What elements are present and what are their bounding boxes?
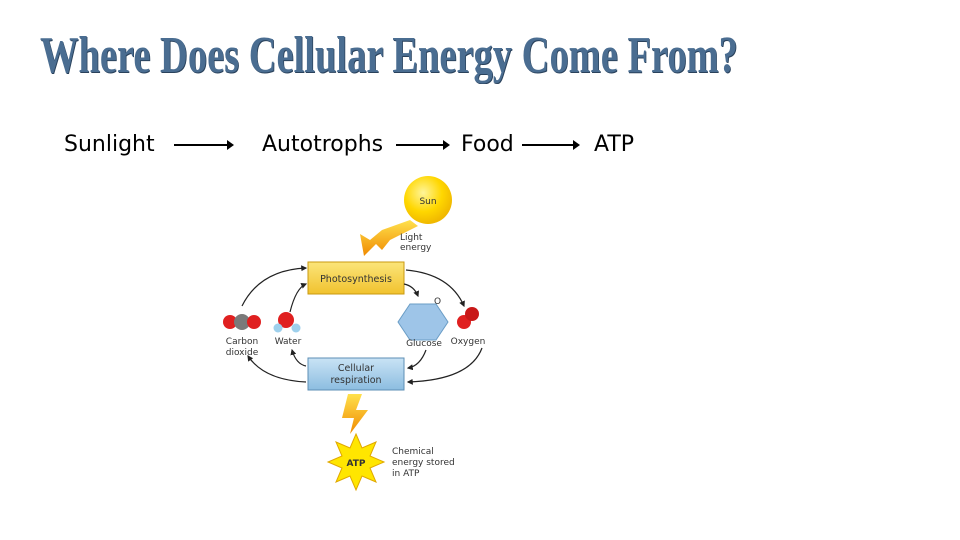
flow-atp: ATP: [594, 132, 635, 157]
arrow-water-to-photosynthesis: [289, 283, 308, 313]
water-molecule-icon: [273, 312, 301, 333]
cellular-respiration-label-2: respiration: [330, 375, 381, 386]
oxygen-molecule-icon: [457, 307, 479, 329]
flow-food: Food: [461, 132, 514, 157]
atp-label: ATP: [346, 459, 365, 469]
cellular-respiration-box: [307, 357, 405, 391]
flow-arrow-2: [396, 140, 450, 150]
arrow-glucose-to-respiration: [406, 349, 427, 371]
arrow-oxygen-to-respiration: [406, 347, 483, 385]
chemical-energy-label-3: in ATP: [392, 469, 420, 479]
arrow-respiration-to-water: [290, 348, 307, 367]
light-energy-label-1: Light: [400, 233, 423, 243]
energy-bolt-icon: [342, 394, 368, 434]
energy-cycle-diagram: Sun Light energy Photosynthesis Cellular…: [223, 176, 486, 492]
oxygen-label: Oxygen: [451, 337, 486, 347]
atp-starburst-icon: [326, 432, 386, 492]
photosynthesis-label: Photosynthesis: [320, 274, 392, 285]
arrow-photosynthesis-to-glucose: [403, 283, 420, 298]
glucose-molecule-icon: [397, 303, 449, 341]
chemical-energy-label-2: energy stored: [392, 458, 455, 468]
carbon-dioxide-molecule-icon: [223, 314, 261, 330]
flow-arrow-1: [174, 140, 234, 150]
chemical-energy-label-1: Chemical: [392, 447, 434, 457]
carbon-dioxide-label-2: dioxide: [226, 348, 259, 358]
carbon-dioxide-label-1: Carbon: [226, 337, 258, 347]
flow-sunlight: Sunlight: [64, 132, 155, 157]
glucose-label: Glucose: [406, 339, 442, 349]
water-label: Water: [275, 337, 302, 347]
slide-title: Where Does Cellular Energy Come From?: [40, 27, 738, 84]
light-bolt-icon: [360, 220, 418, 256]
sun-label: Sun: [419, 197, 436, 207]
light-energy-label-2: energy: [400, 243, 432, 253]
arrow-co2-to-photosynthesis: [241, 265, 308, 307]
cellular-respiration-label-1: Cellular: [338, 363, 374, 374]
arrow-photosynthesis-to-oxygen: [405, 269, 465, 308]
glucose-o-label: O: [434, 297, 441, 307]
photosynthesis-box: [307, 261, 405, 295]
flow-arrow-3: [522, 140, 580, 150]
flow-autotrophs: Autotrophs: [262, 132, 384, 157]
sun-icon: [404, 176, 452, 224]
arrow-respiration-to-co2: [247, 355, 307, 383]
